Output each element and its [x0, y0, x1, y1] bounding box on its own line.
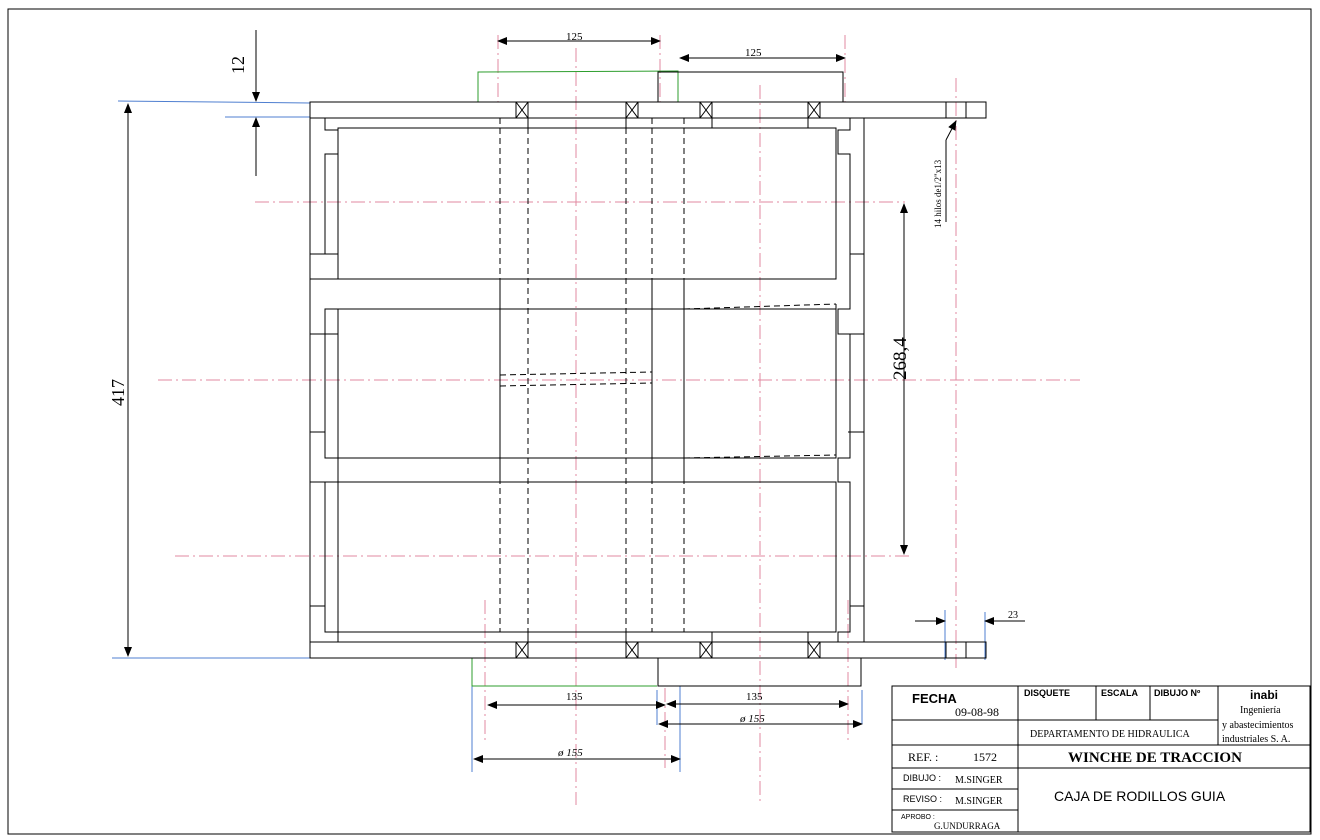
sheet-border	[7, 8, 1312, 835]
fecha-value: 09-08-98	[955, 705, 999, 719]
dimension-lines	[124, 30, 1025, 763]
bearing-markers	[515, 101, 821, 659]
dim-overall-height: 417	[108, 379, 128, 406]
aprobo-value: G.UNDURRAGA	[934, 821, 1001, 831]
reviso-value: M.SINGER	[955, 796, 1003, 807]
dim-bottom-left: 135	[566, 691, 583, 703]
company-line3: industriales S. A.	[1222, 734, 1290, 745]
green-outlines	[471, 70, 679, 687]
fecha-label: FECHA	[912, 691, 957, 706]
dim-bottom-right: 135	[746, 691, 763, 703]
aprobo-label: APROBO :	[901, 814, 935, 821]
dibujo-no-label: DIBUJO Nº	[1154, 688, 1201, 698]
company-line1: Ingeniería	[1240, 705, 1281, 716]
ref-value: 1572	[973, 750, 997, 764]
dim-top-left: 125	[566, 31, 583, 43]
dibujo-label: DIBUJO :	[903, 773, 941, 783]
housing-outline	[309, 71, 987, 687]
company-name: inabi	[1250, 688, 1278, 702]
reviso-label: REVISO :	[903, 794, 942, 804]
thread-note: 14 hilos de1/2"x13	[933, 159, 943, 228]
dibujo-value: M.SINGER	[955, 775, 1003, 786]
escala-label: ESCALA	[1101, 688, 1139, 698]
dim-top-right: 125	[745, 47, 762, 59]
centerlines	[158, 35, 1080, 805]
disquete-label: DISQUETE	[1024, 688, 1070, 698]
drawing-title: WINCHE DE TRACCION	[1068, 750, 1242, 766]
dim-side-offset: 23	[1008, 610, 1018, 621]
dim-diameter-right: ø 155	[739, 713, 765, 725]
title-block	[891, 685, 1311, 833]
drawing-subtitle: CAJA DE RODILLOS GUIA	[1054, 788, 1226, 804]
hidden-lines	[499, 118, 837, 633]
department-label: DEPARTAMENTO DE HIDRAULICA	[1030, 729, 1190, 740]
company-line2: y abastecimientos	[1222, 720, 1293, 731]
dim-center-distance: 268,4	[890, 337, 911, 380]
dim-flange-thickness: 12	[228, 56, 248, 74]
dim-diameter-left: ø 155	[557, 747, 583, 759]
ref-label: REF. :	[908, 750, 938, 764]
